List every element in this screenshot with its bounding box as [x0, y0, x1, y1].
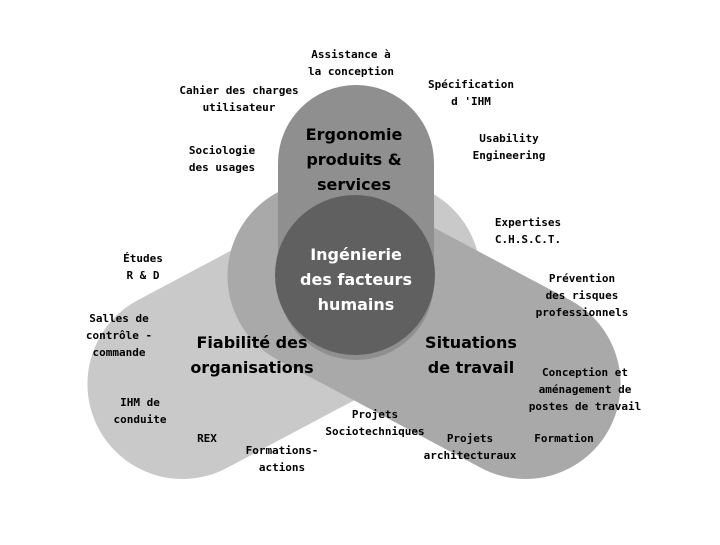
- domain-center: Ingénierie des facteurs humains: [300, 245, 412, 314]
- domain-ergonomie: Ergonomie produits & services: [305, 125, 403, 194]
- label-salles: Salles de contrôle - commande: [85, 312, 153, 359]
- label-formations-actions: Formations- actions: [245, 444, 319, 474]
- label-projets-socio: Projets Sociotechniques: [325, 408, 425, 438]
- label-sociologie: Sociologie des usages: [188, 144, 256, 174]
- label-cahier: Cahier des charges utilisateur: [179, 84, 299, 114]
- label-ihm-conduite: IHM de conduite: [113, 396, 167, 426]
- label-etudes: Études R & D: [123, 252, 163, 282]
- domain-situations: Situations de travail: [425, 333, 517, 377]
- label-projets-archi: Projets architecturaux: [423, 432, 517, 462]
- label-prevention: Prévention des risques professionnels: [535, 272, 629, 319]
- label-formation: Formation: [534, 432, 594, 445]
- domain-fiabilite: Fiabilité des organisations: [190, 333, 314, 377]
- label-specification: Spécification d 'IHM: [427, 78, 515, 108]
- label-expertises: Expertises C.H.S.C.T.: [494, 216, 562, 246]
- label-conception: Conception et aménagement de postes de t…: [528, 366, 642, 413]
- center-circle: [275, 195, 435, 355]
- label-usability: Usability Engineering: [472, 132, 546, 162]
- label-assistance: Assistance à la conception: [307, 48, 395, 78]
- label-rex: REX: [197, 432, 217, 445]
